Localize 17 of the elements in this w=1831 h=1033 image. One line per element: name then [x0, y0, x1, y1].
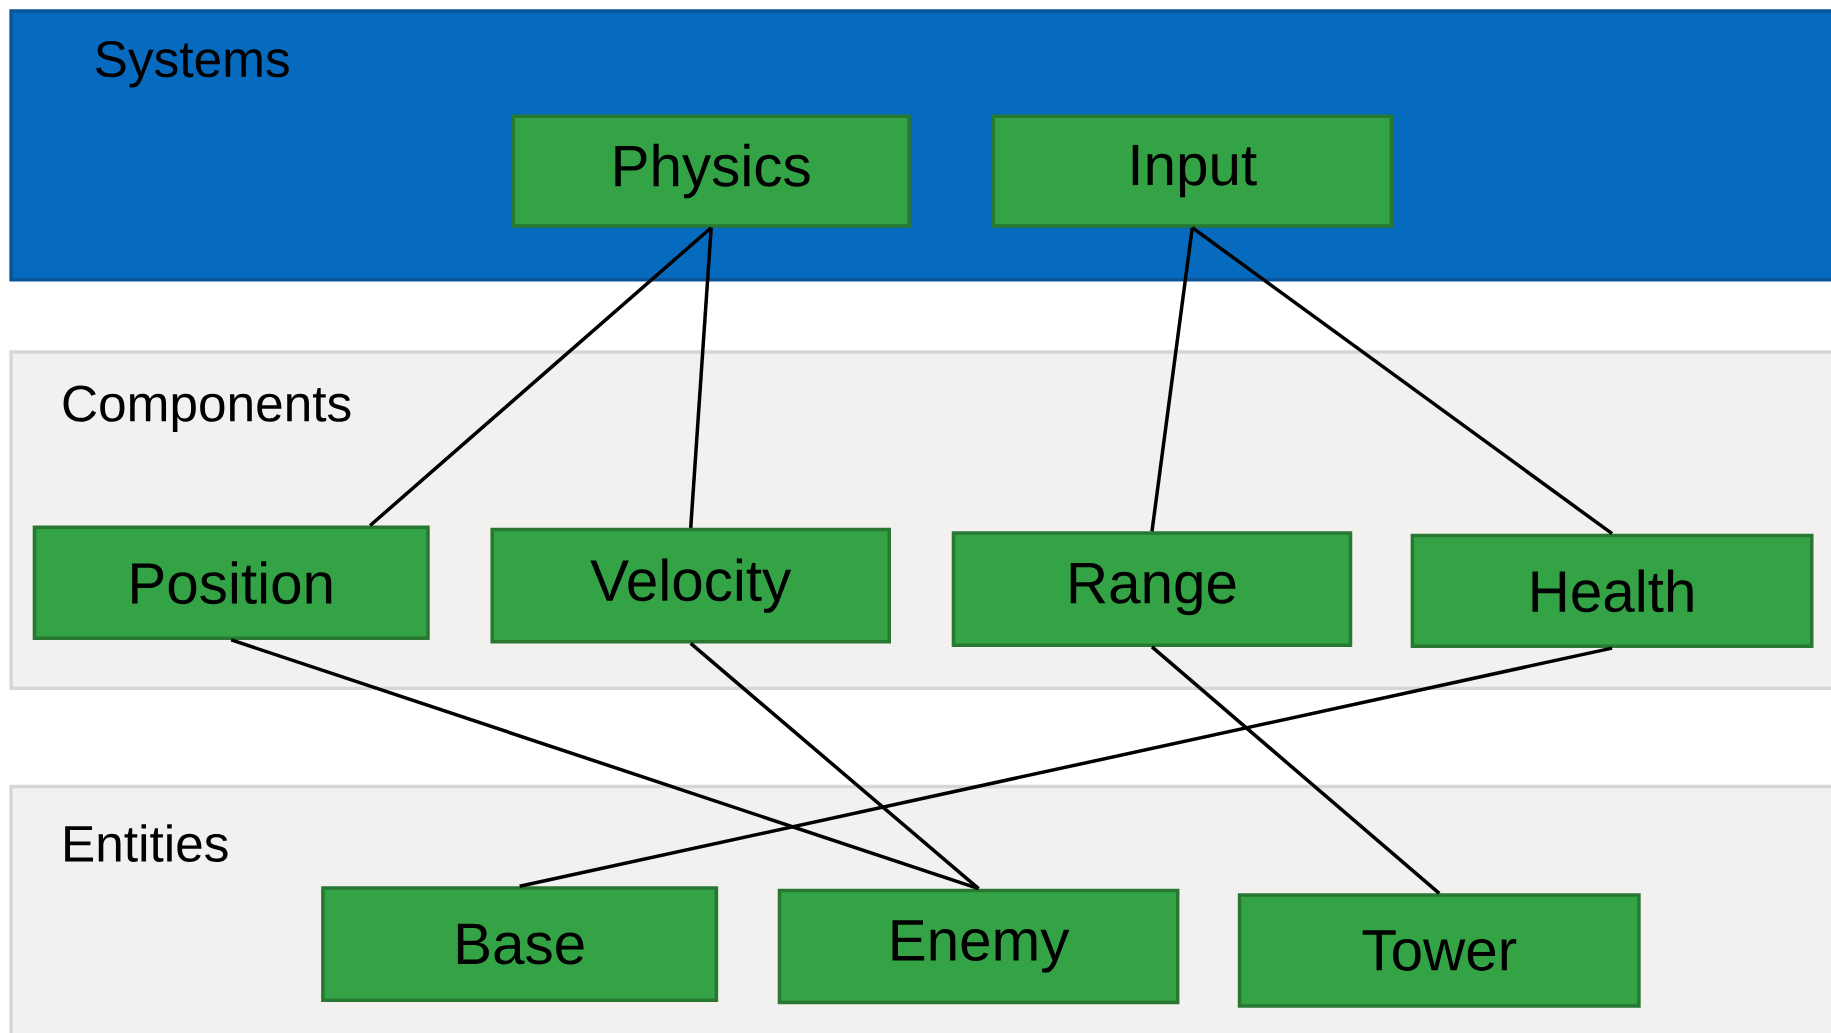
connector-line: [1150, 227, 1194, 532]
connector-line: [688, 227, 713, 528]
connector-line: [230, 638, 980, 891]
connector-line: [689, 641, 980, 890]
component-box: Range: [951, 531, 1353, 647]
connector-line: [1191, 226, 1614, 535]
component-box: Health: [1410, 533, 1814, 648]
component-box: Base: [321, 886, 719, 1002]
connector-line: [369, 226, 713, 527]
connector-line: [1150, 645, 1441, 895]
component-box: Velocity: [490, 527, 891, 644]
component-box: Position: [32, 525, 430, 640]
component-box: Input: [991, 114, 1394, 228]
component-box: Enemy: [777, 888, 1180, 1005]
connector-line: [519, 646, 1613, 888]
component-box: Tower: [1237, 893, 1641, 1008]
component-box: Physics: [511, 114, 911, 228]
